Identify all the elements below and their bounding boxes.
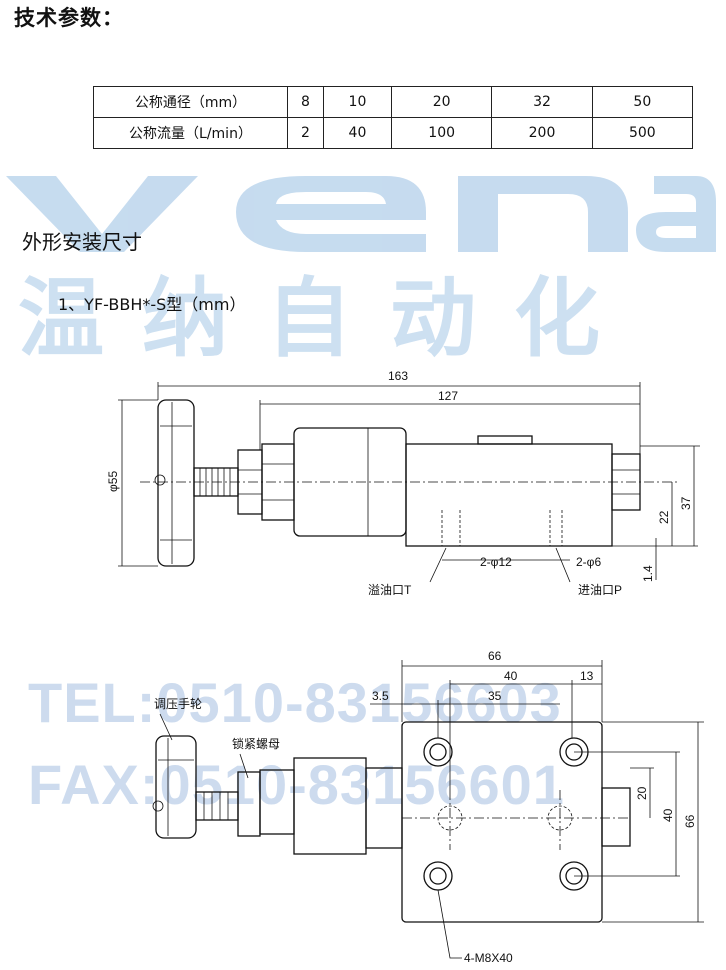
bolt-hole <box>423 861 453 891</box>
handwheel-label: 调压手轮 <box>154 697 202 711</box>
dim-37: 37 <box>679 496 693 510</box>
dim-13: 13 <box>580 669 594 683</box>
section-title: 外形安装尺寸 <box>22 230 142 254</box>
table-cell: 32 <box>491 86 593 118</box>
bolt-callout: 4-M8X40 <box>464 951 513 965</box>
dim-22: 22 <box>657 510 671 524</box>
dim-127: 127 <box>438 389 458 403</box>
row-label: 公称通径（mm） <box>93 86 288 118</box>
dim-20: 20 <box>635 786 649 800</box>
handwheel <box>157 399 195 567</box>
table-cell: 8 <box>287 86 324 118</box>
side-view-drawing: 163 127 φ55 37 22 1.4 2-φ12 2-φ6 溢油口T 进油… <box>106 369 700 597</box>
tel-watermark: TEL:0510-83156603 <box>28 671 562 734</box>
dim-phi55: φ55 <box>106 471 120 492</box>
bolt-hole <box>423 737 453 767</box>
row-label: 公称流量（L/min） <box>93 117 288 149</box>
brand-watermark-logo <box>6 176 716 252</box>
table-cell: 50 <box>591 86 694 118</box>
dim-66-right: 66 <box>683 814 697 828</box>
table-cell: 100 <box>390 117 493 149</box>
table-cell: 20 <box>390 86 493 118</box>
dim-port-t: 2-φ12 <box>480 555 512 569</box>
specs-heading: 技术参数： <box>14 6 124 30</box>
overflow-port-label: 溢油口T <box>368 583 412 597</box>
inlet-port-label: 进油口P <box>578 583 622 597</box>
table-row: 公称流量（L/min） 2 40 100 200 500 <box>93 117 694 149</box>
dim-3-5: 3.5 <box>372 689 389 703</box>
fax-watermark: FAX:0510-83156601 <box>28 753 565 816</box>
table-cell: 2 <box>287 117 324 149</box>
table-row: 公称通径（mm） 8 10 20 32 50 <box>93 86 694 118</box>
dim-66-top: 66 <box>488 649 502 663</box>
lock-nut-label: 锁紧螺母 <box>232 736 280 751</box>
table-cell: 40 <box>322 117 393 149</box>
dim-35: 35 <box>488 689 502 703</box>
dim-40-top: 40 <box>504 669 518 683</box>
params-table: 公称通径（mm） 8 10 20 32 50 公称流量（L/min） 2 40 … <box>93 86 694 149</box>
model-title: 1、YF-BBH*-S型（mm） <box>58 295 246 314</box>
dim-port-p: 2-φ6 <box>576 555 601 569</box>
valve-body <box>405 443 613 547</box>
mounting-plate <box>401 721 603 923</box>
dim-1-4: 1.4 <box>641 565 655 582</box>
dim-163: 163 <box>388 369 408 383</box>
table-cell: 500 <box>591 117 694 149</box>
top-view-drawing: 调压手轮 锁紧螺母 66 40 13 3.5 <box>152 649 704 965</box>
dim-40-right: 40 <box>661 808 675 822</box>
table-cell: 200 <box>491 117 593 149</box>
company-watermark: 温纳自动化 <box>18 269 638 369</box>
handwheel-top <box>155 735 197 839</box>
table-cell: 10 <box>322 86 393 118</box>
